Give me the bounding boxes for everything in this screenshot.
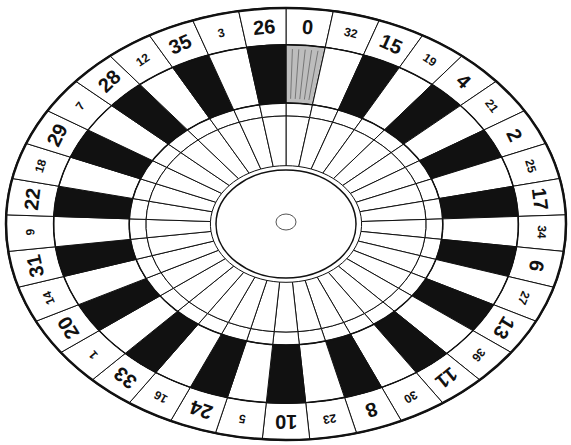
fret-cell xyxy=(129,219,147,239)
zero-shading xyxy=(309,51,318,100)
pocket-number: 22 xyxy=(21,187,44,212)
pocket-number: 9 xyxy=(24,229,36,236)
outer-rim xyxy=(6,8,566,440)
inner-cone-segment xyxy=(262,116,286,167)
zero-shading xyxy=(300,50,305,100)
pocket-number: 0 xyxy=(301,17,314,38)
number-cell xyxy=(239,8,286,47)
inner-cone-segment xyxy=(146,219,211,237)
pocket xyxy=(54,216,131,246)
hub xyxy=(216,170,356,278)
pocket-number: 10 xyxy=(275,412,297,432)
pocket-number: 31 xyxy=(23,253,47,279)
pocket-number: 17 xyxy=(529,187,552,212)
fret-cell xyxy=(273,332,300,345)
inner-cone-segment xyxy=(360,201,426,221)
pocket-number: 34 xyxy=(536,225,549,239)
number-cell xyxy=(6,215,55,252)
number-cell xyxy=(513,178,566,216)
zero-shading xyxy=(291,49,293,99)
pocket-ring-edge xyxy=(129,103,443,345)
pocket-number: 26 xyxy=(252,16,276,38)
pocket xyxy=(299,341,344,403)
wheel-rim xyxy=(6,8,566,440)
pocket-number: 32 xyxy=(343,25,359,40)
fret-cell xyxy=(286,103,312,118)
number-cell xyxy=(306,397,357,439)
pocket xyxy=(247,45,286,105)
fret-cell xyxy=(425,219,443,239)
number-cell xyxy=(262,403,309,440)
pocket xyxy=(439,186,518,219)
pocket-number: 23 xyxy=(322,412,337,426)
zero-shading xyxy=(295,49,299,99)
spindle xyxy=(276,214,296,230)
fret-cell xyxy=(260,103,286,118)
number-ring-edge xyxy=(54,45,519,404)
number-cell xyxy=(517,215,566,252)
